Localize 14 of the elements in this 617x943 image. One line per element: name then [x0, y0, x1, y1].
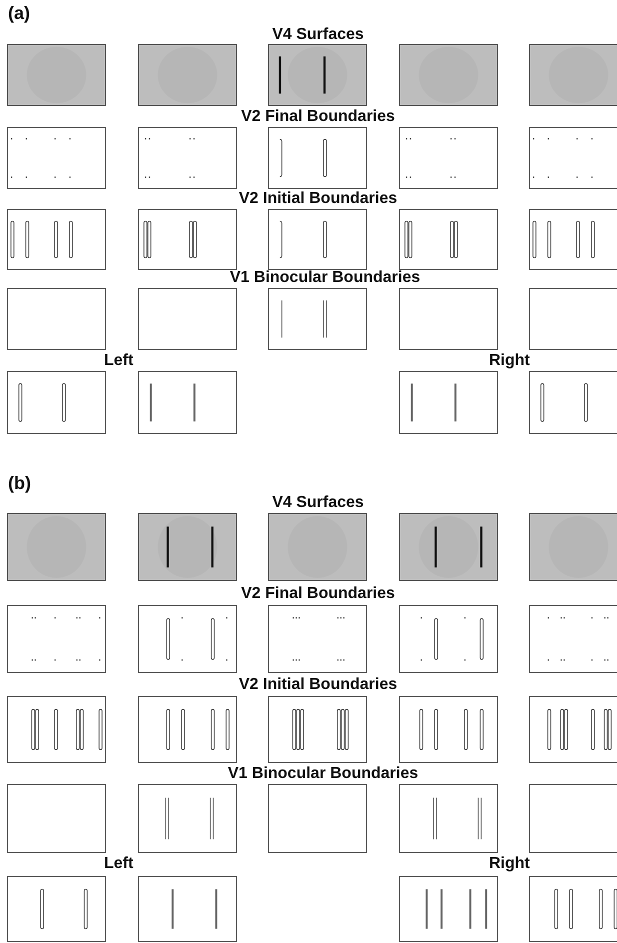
row-heading: Left: [104, 353, 134, 369]
row-heading: V1 Binocular Boundaries: [230, 270, 420, 286]
row-heading: Right: [489, 353, 530, 369]
row-heading: V4 Surfaces: [272, 495, 364, 511]
row-heading: V2 Final Boundaries: [241, 586, 395, 602]
panel-letter: (a): [8, 4, 30, 22]
row-heading: V2 Initial Boundaries: [238, 191, 398, 207]
row-heading: V2 Initial Boundaries: [238, 677, 398, 693]
row-heading: Left: [104, 856, 134, 872]
row-heading: V1 Binocular Boundaries: [228, 766, 418, 782]
row-heading: Right: [489, 856, 530, 872]
row-heading: V4 Surfaces: [272, 27, 364, 43]
row-heading: V2 Final Boundaries: [241, 109, 395, 125]
panel-letter: (b): [8, 474, 31, 492]
